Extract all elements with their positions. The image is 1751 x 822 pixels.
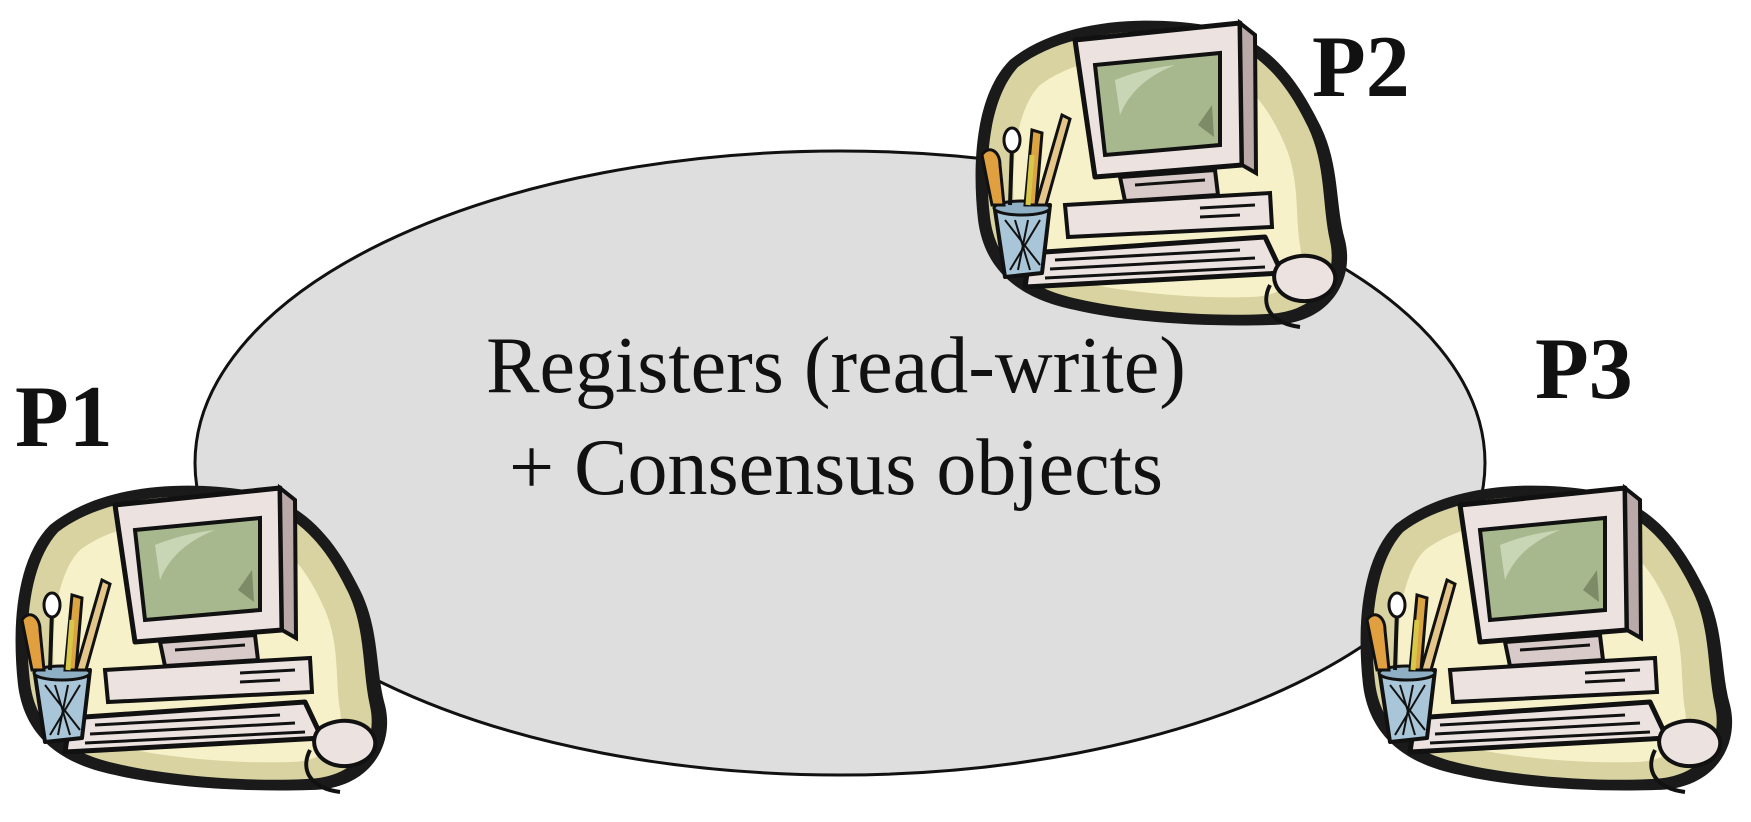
computer-icon [1361,486,1733,792]
process-p2: P2 [976,19,1410,327]
process-p1: P1 [15,369,387,792]
ellipse-line-2: + Consensus objects [509,424,1163,512]
computer-icon [976,21,1348,327]
process-label-p2: P2 [1312,19,1410,116]
process-p3: P3 [1361,321,1733,792]
process-label-p1: P1 [15,369,113,466]
process-label-p3: P3 [1535,321,1633,418]
ellipse-line-1: Registers (read-write) [486,322,1186,410]
